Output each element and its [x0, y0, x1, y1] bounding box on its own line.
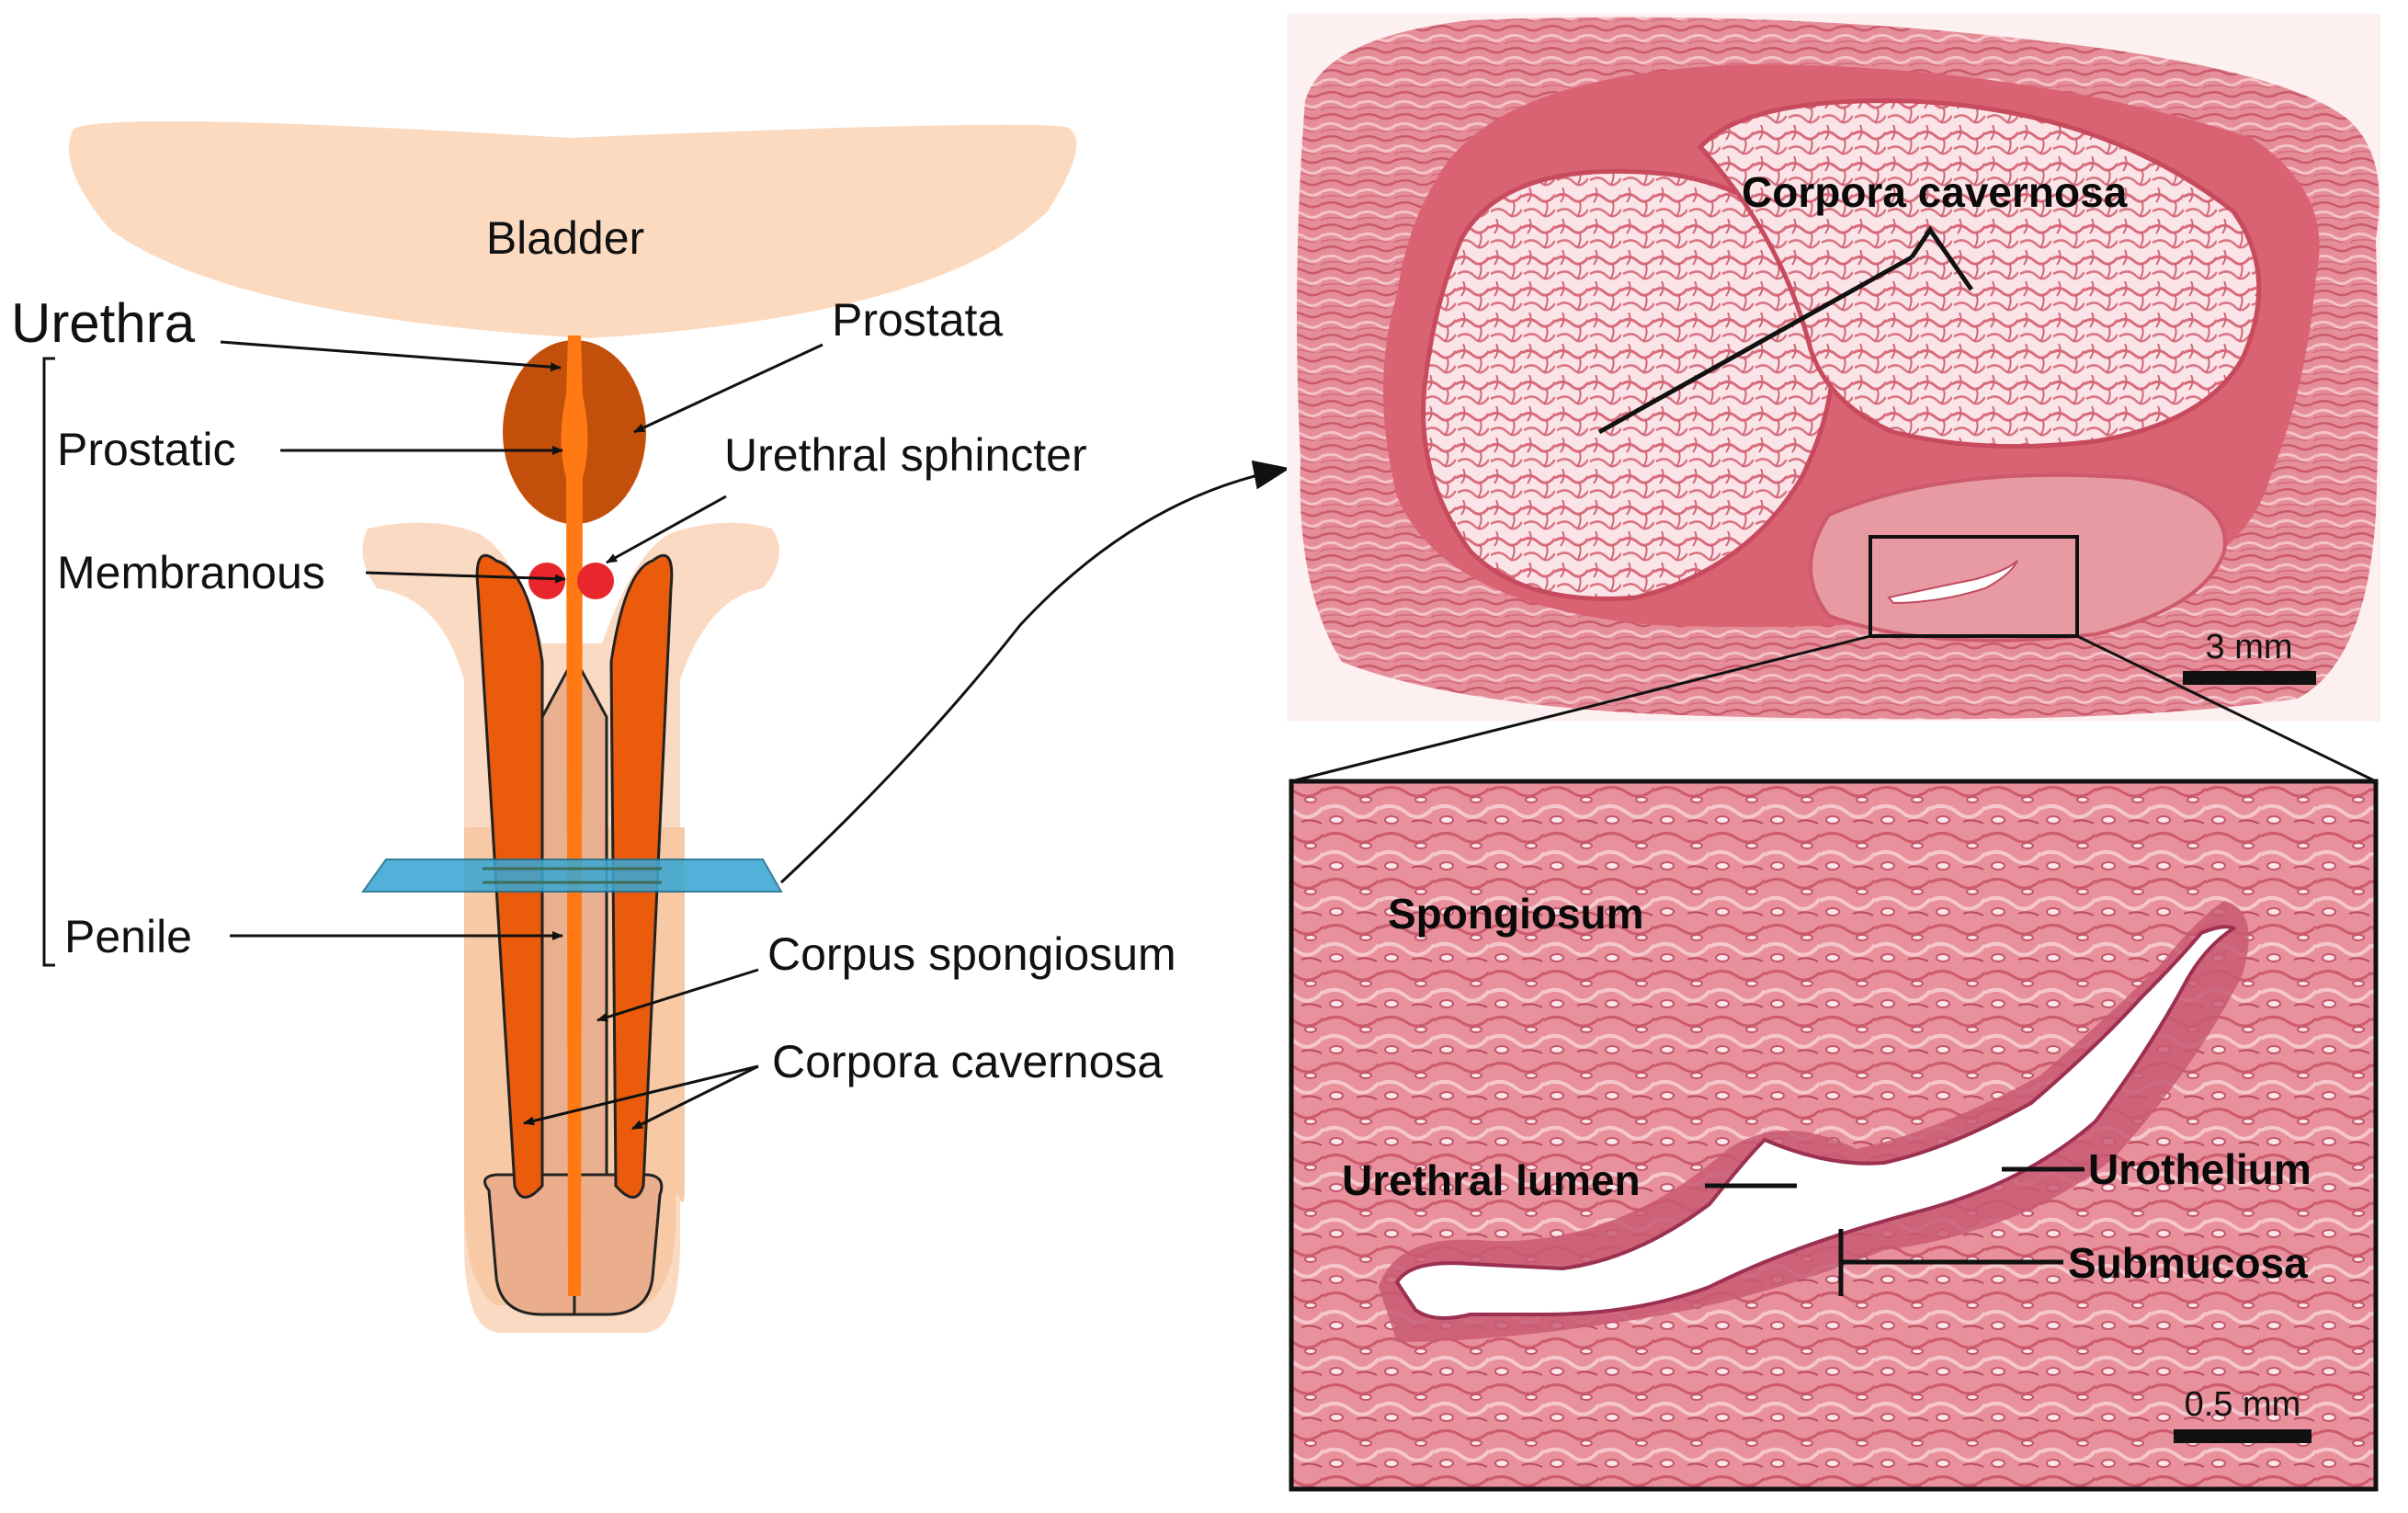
spongiosum-pointer: [596, 968, 759, 1022]
section-to-overview-arrow: [779, 460, 1290, 884]
bladder-label: Bladder: [486, 212, 644, 264]
cavernosa-pointer-right: [631, 1064, 759, 1131]
urethra-slit-overview: [1887, 560, 2018, 605]
overview-scale-bar: [2183, 671, 2316, 685]
membranous-label: Membranous: [57, 547, 325, 598]
zoom-panel: Spongiosum Urethral lumen Urothelium Sub…: [1289, 779, 2379, 1492]
overview-leader-2: [1909, 225, 1974, 291]
zoom-scale-bar: [2174, 1429, 2311, 1443]
submucosa-label: Submucosa: [2068, 1239, 2308, 1287]
membranous-pointer: [365, 571, 566, 584]
zoom-box: [1868, 535, 2079, 638]
sphincter-left-shape: [528, 563, 565, 599]
overview-panel: Corpora cavernosa 3 mm: [1287, 14, 2380, 722]
overview-scale-label: 3 mm: [2206, 628, 2293, 666]
urethral-sphincter-label: Urethral sphincter: [724, 429, 1087, 481]
cavernosa-pointer-left: [523, 1064, 759, 1126]
zoom-connector-right: [2076, 634, 2377, 783]
corpus-spongiosum-label: Corpus spongiosum: [767, 928, 1176, 980]
epithelium-band: [1379, 901, 2249, 1342]
urethra-pointer: [220, 340, 562, 372]
bladder-shape: [69, 121, 1077, 338]
corpora-cavernosa-label: Corpora cavernosa: [772, 1036, 1163, 1087]
urethra-bracket: [42, 357, 55, 967]
penile-label: Penile: [64, 911, 192, 962]
cavernosum-left: [1421, 168, 1837, 601]
schematic-panel: Bladder Urethra Prostatic Membranous Pen…: [11, 121, 1290, 1333]
section-plane: [361, 859, 783, 893]
zoom-frame: [1289, 779, 2379, 1492]
zoom-scale-label: 0.5 mm: [2185, 1385, 2301, 1424]
urethral-lumen-shape: [1394, 925, 2237, 1320]
zoom-background: [1291, 781, 2376, 1489]
zoom-connector-left: [1290, 634, 1871, 783]
urethra-label: Urethra: [11, 292, 196, 354]
prostata-label: Prostata: [832, 294, 1003, 346]
prostatic-label: Prostatic: [57, 424, 236, 475]
prostata-pointer: [633, 343, 823, 434]
cavernosum-right: [1697, 98, 2262, 449]
sphincter-right-shape: [577, 563, 614, 599]
overview-leader-1: [1597, 255, 1914, 435]
sphincter-pointer: [606, 495, 727, 564]
section-cut-lines: [483, 867, 662, 884]
spongiosum-label: Spongiosum: [1388, 890, 1644, 938]
urothelium-label: Urothelium: [2088, 1145, 2311, 1193]
urethral-lumen-label: Urethral lumen: [1342, 1156, 1641, 1204]
overview-cavernosa-label: Corpora cavernosa: [1742, 168, 2128, 216]
